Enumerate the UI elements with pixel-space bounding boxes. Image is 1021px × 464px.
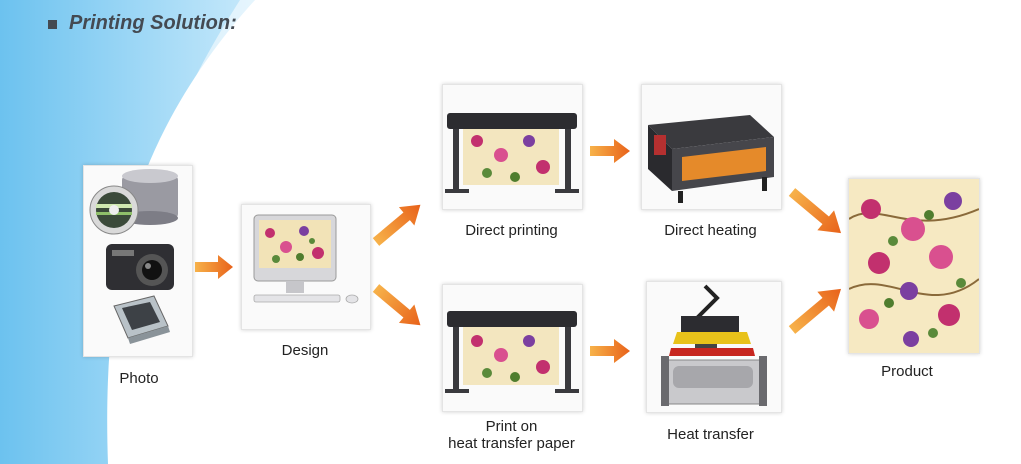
- arrow-photo-to-design: [195, 255, 233, 279]
- print-transfer-line2: heat transfer paper: [448, 435, 575, 452]
- arrow-printing-to-heating: [590, 139, 630, 163]
- heat-press-icon: [661, 284, 767, 406]
- product-label: Product: [881, 363, 933, 380]
- heater-icon: [648, 115, 774, 203]
- photo-card: [83, 165, 193, 357]
- arrow-design-to-direct-printing: [372, 204, 421, 246]
- section-heading: Printing Solution:: [48, 12, 237, 35]
- arrow-heat-transfer-to-product: [788, 288, 842, 334]
- print-transfer-line1: Print on: [485, 418, 538, 435]
- cd-spindle-icon: [89, 169, 178, 235]
- arrow-design-to-print-transfer: [372, 284, 421, 326]
- product-card: [848, 178, 980, 354]
- photo-label: Photo: [119, 370, 159, 387]
- scanner-icon: [113, 295, 170, 344]
- direct-printing-card: [442, 84, 583, 210]
- heat-transfer-card: [646, 281, 782, 413]
- print-transfer-card: [442, 284, 583, 412]
- floral-fabric-icon: [849, 179, 979, 353]
- direct-heating-card: [641, 84, 782, 210]
- printer-icon: [445, 113, 579, 193]
- print-transfer-label: Print on heat transfer paper: [422, 418, 601, 452]
- monitor-icon: [253, 214, 359, 304]
- design-card: [241, 204, 371, 330]
- heat-transfer-label: Heat transfer: [667, 426, 754, 443]
- heading-text: Printing Solution:: [69, 12, 237, 34]
- square-bullet-icon: [48, 20, 57, 29]
- direct-printing-label: Direct printing: [465, 222, 558, 239]
- direct-heating-label: Direct heating: [664, 222, 757, 239]
- camera-icon: [106, 244, 174, 290]
- design-label: Design: [281, 342, 329, 359]
- arrow-print-to-heat-transfer: [590, 339, 630, 363]
- printer-icon: [445, 311, 579, 393]
- arrow-heating-to-product: [788, 188, 842, 234]
